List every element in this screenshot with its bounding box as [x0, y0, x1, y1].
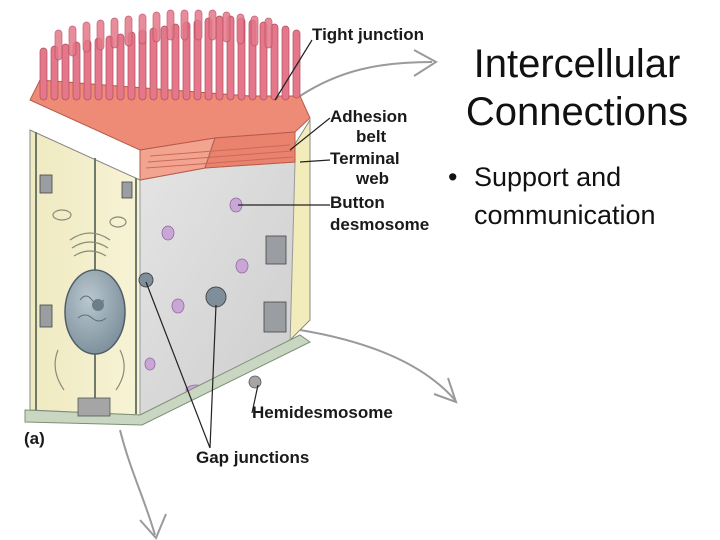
label-tight-junction: Tight junction [312, 25, 424, 44]
label-gap-junctions: Gap junctions [196, 448, 309, 467]
callout-arrow-hemidesmosome [299, 329, 458, 404]
callout-arrows [119, 49, 458, 540]
organelles [52, 209, 127, 391]
label-adhesion-belt-line2: belt [356, 127, 387, 146]
label-terminal-web-line2: web [355, 169, 389, 188]
nucleus [64, 269, 126, 355]
label-button-desmosome-line1: Button [330, 193, 385, 212]
microvilli [39, 9, 301, 101]
callout-arrow-gap-junction [119, 429, 167, 540]
epithelial-junction-diagram: Tight junction Adhesion belt Terminal we… [24, 9, 458, 540]
label-button-desmosome-line2: desmosome [330, 215, 429, 234]
button-desmosome-plaques [39, 174, 287, 333]
vesicles [144, 197, 249, 396]
slide-title-line2: Connections [465, 90, 689, 134]
bullet-marker: • [448, 162, 458, 192]
basement-membrane [24, 334, 311, 426]
bullet-text: Support and communication [474, 162, 656, 230]
label-terminal-web-line1: Terminal [330, 149, 400, 168]
label-adhesion-belt-line1: Adhesion [330, 107, 407, 126]
leader-lines [145, 39, 331, 449]
bullet-item: • Support and communication [448, 158, 718, 234]
label-panel-a: (a) [24, 429, 45, 448]
label-hemidesmosome: Hemidesmosome [252, 403, 393, 422]
epithelial-block [24, 9, 311, 426]
slide-title-line1: Intercellular [473, 42, 681, 86]
bullet-list: • Support and communication [448, 158, 718, 234]
slide-title: Intercellular Connections [452, 40, 702, 136]
callout-arrow-tight-junction [299, 49, 438, 97]
